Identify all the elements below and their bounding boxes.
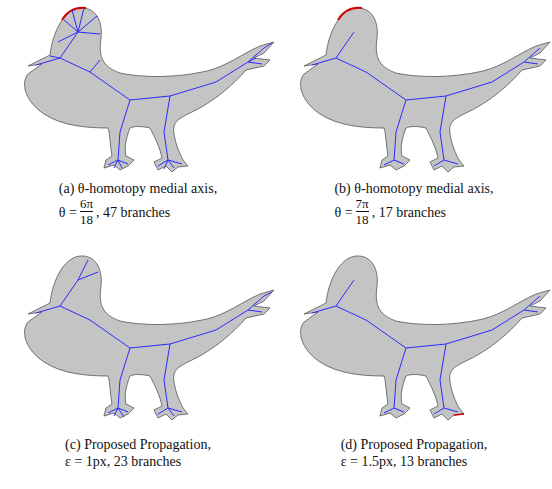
bird-panel	[301, 256, 550, 420]
medial-axis	[36, 280, 264, 414]
fraction-numerator: 6π	[80, 197, 93, 211]
fraction-numerator: 7π	[356, 197, 369, 211]
bird-shape	[301, 256, 550, 420]
caption-text: (a) θ-homotopy medial axis,	[59, 180, 217, 197]
extra-branches	[50, 8, 272, 169]
boundary-points	[454, 414, 464, 415]
caption-text: (d) Proposed Propagation,	[341, 436, 488, 453]
caption-text: (c) Proposed Propagation,	[65, 436, 211, 453]
caption-text: ε = 1px, 23 branches	[65, 453, 181, 470]
caption-line: (a) θ-homotopy medial axis,	[59, 180, 217, 197]
subfigure-caption: (b) θ-homotopy medial axis, θ = 7π18, 17 b…	[334, 180, 493, 227]
caption-text: , 17 branches	[372, 204, 446, 221]
caption-line: (b) θ-homotopy medial axis,	[334, 180, 493, 197]
caption-text: θ =	[59, 204, 77, 221]
bird-panel	[25, 8, 274, 172]
caption-line: ε = 1.5px, 13 branches	[341, 453, 488, 470]
boundary-points	[338, 8, 362, 20]
subfigure-caption: (c) Proposed Propagation,ε = 1px, 23 bra…	[65, 436, 211, 470]
medial-axis	[36, 32, 264, 166]
fraction-denominator: 18	[356, 211, 369, 227]
bird-panel	[301, 8, 550, 172]
fraction: 6π18	[80, 197, 93, 227]
medial-axis	[312, 280, 540, 414]
caption-text: (b) θ-homotopy medial axis,	[334, 180, 493, 197]
caption-line: (d) Proposed Propagation,	[341, 436, 488, 453]
caption-text: θ =	[334, 204, 352, 221]
caption-text: , 47 branches	[96, 204, 170, 221]
bird-panel	[25, 256, 274, 420]
bird-shape	[301, 8, 550, 172]
subfigure-caption: (a) θ-homotopy medial axis,θ =6π18, 47 b…	[59, 180, 217, 227]
caption-text: ε = 1.5px, 13 branches	[341, 453, 468, 470]
fraction: 7π18	[356, 197, 369, 227]
fraction-denominator: 18	[80, 211, 93, 227]
bird-shape	[25, 256, 274, 420]
extra-branches	[78, 260, 272, 417]
subfigure-caption: (d) Proposed Propagation,ε = 1.5px, 13 b…	[341, 436, 488, 470]
medial-axis	[312, 32, 540, 166]
caption-line: ε = 1px, 23 branches	[65, 453, 211, 470]
bird-shape	[25, 8, 274, 172]
caption-line: θ =6π18, 47 branches	[59, 197, 217, 227]
caption-line: θ = 7π18, 17 branches	[334, 197, 493, 227]
caption-line: (c) Proposed Propagation,	[65, 436, 211, 453]
